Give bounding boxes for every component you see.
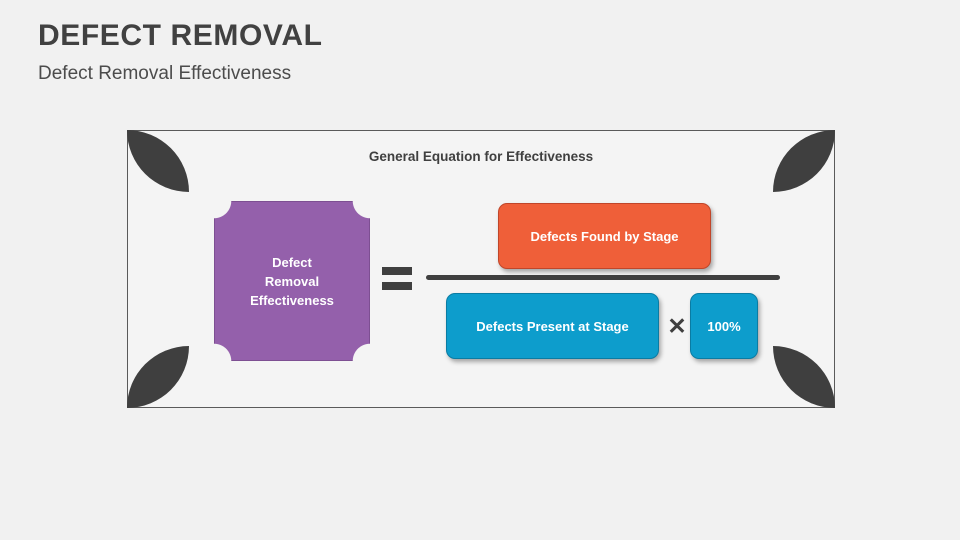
slide-header: DEFECT REMOVAL Defect Removal Effectiven…: [38, 16, 918, 88]
multiplier-label: 100%: [707, 318, 741, 334]
page-title: DEFECT REMOVAL: [38, 19, 323, 52]
denominator-label: Defects Present at Stage: [476, 318, 629, 334]
equation-result-label: Defect Removal Effectiveness: [250, 254, 334, 308]
equals-bar-top: [382, 267, 412, 275]
corner-ornament-bottom-right-icon: [773, 346, 835, 408]
multiply-sign-icon: ✕: [667, 313, 687, 339]
denominator-box[interactable]: Defects Present at Stage: [446, 293, 659, 359]
leaf-shape: [127, 346, 189, 408]
fraction-bar: [426, 275, 780, 280]
equals-sign-icon: [382, 267, 412, 293]
equation-result-shape[interactable]: Defect Removal Effectiveness: [214, 201, 370, 361]
page-subtitle: Defect Removal Effectiveness: [38, 63, 292, 84]
numerator-label: Defects Found by Stage: [530, 228, 679, 244]
leaf-shape: [773, 346, 835, 408]
multiplier-box[interactable]: 100%: [690, 293, 758, 359]
corner-ornament-bottom-left-icon: [127, 346, 189, 408]
diagram-frame: General Equation for Effectiveness Defec…: [127, 130, 835, 408]
numerator-box[interactable]: Defects Found by Stage: [498, 203, 711, 269]
panel-heading: General Equation for Effectiveness: [368, 149, 594, 164]
equals-bar-bottom: [382, 282, 412, 290]
